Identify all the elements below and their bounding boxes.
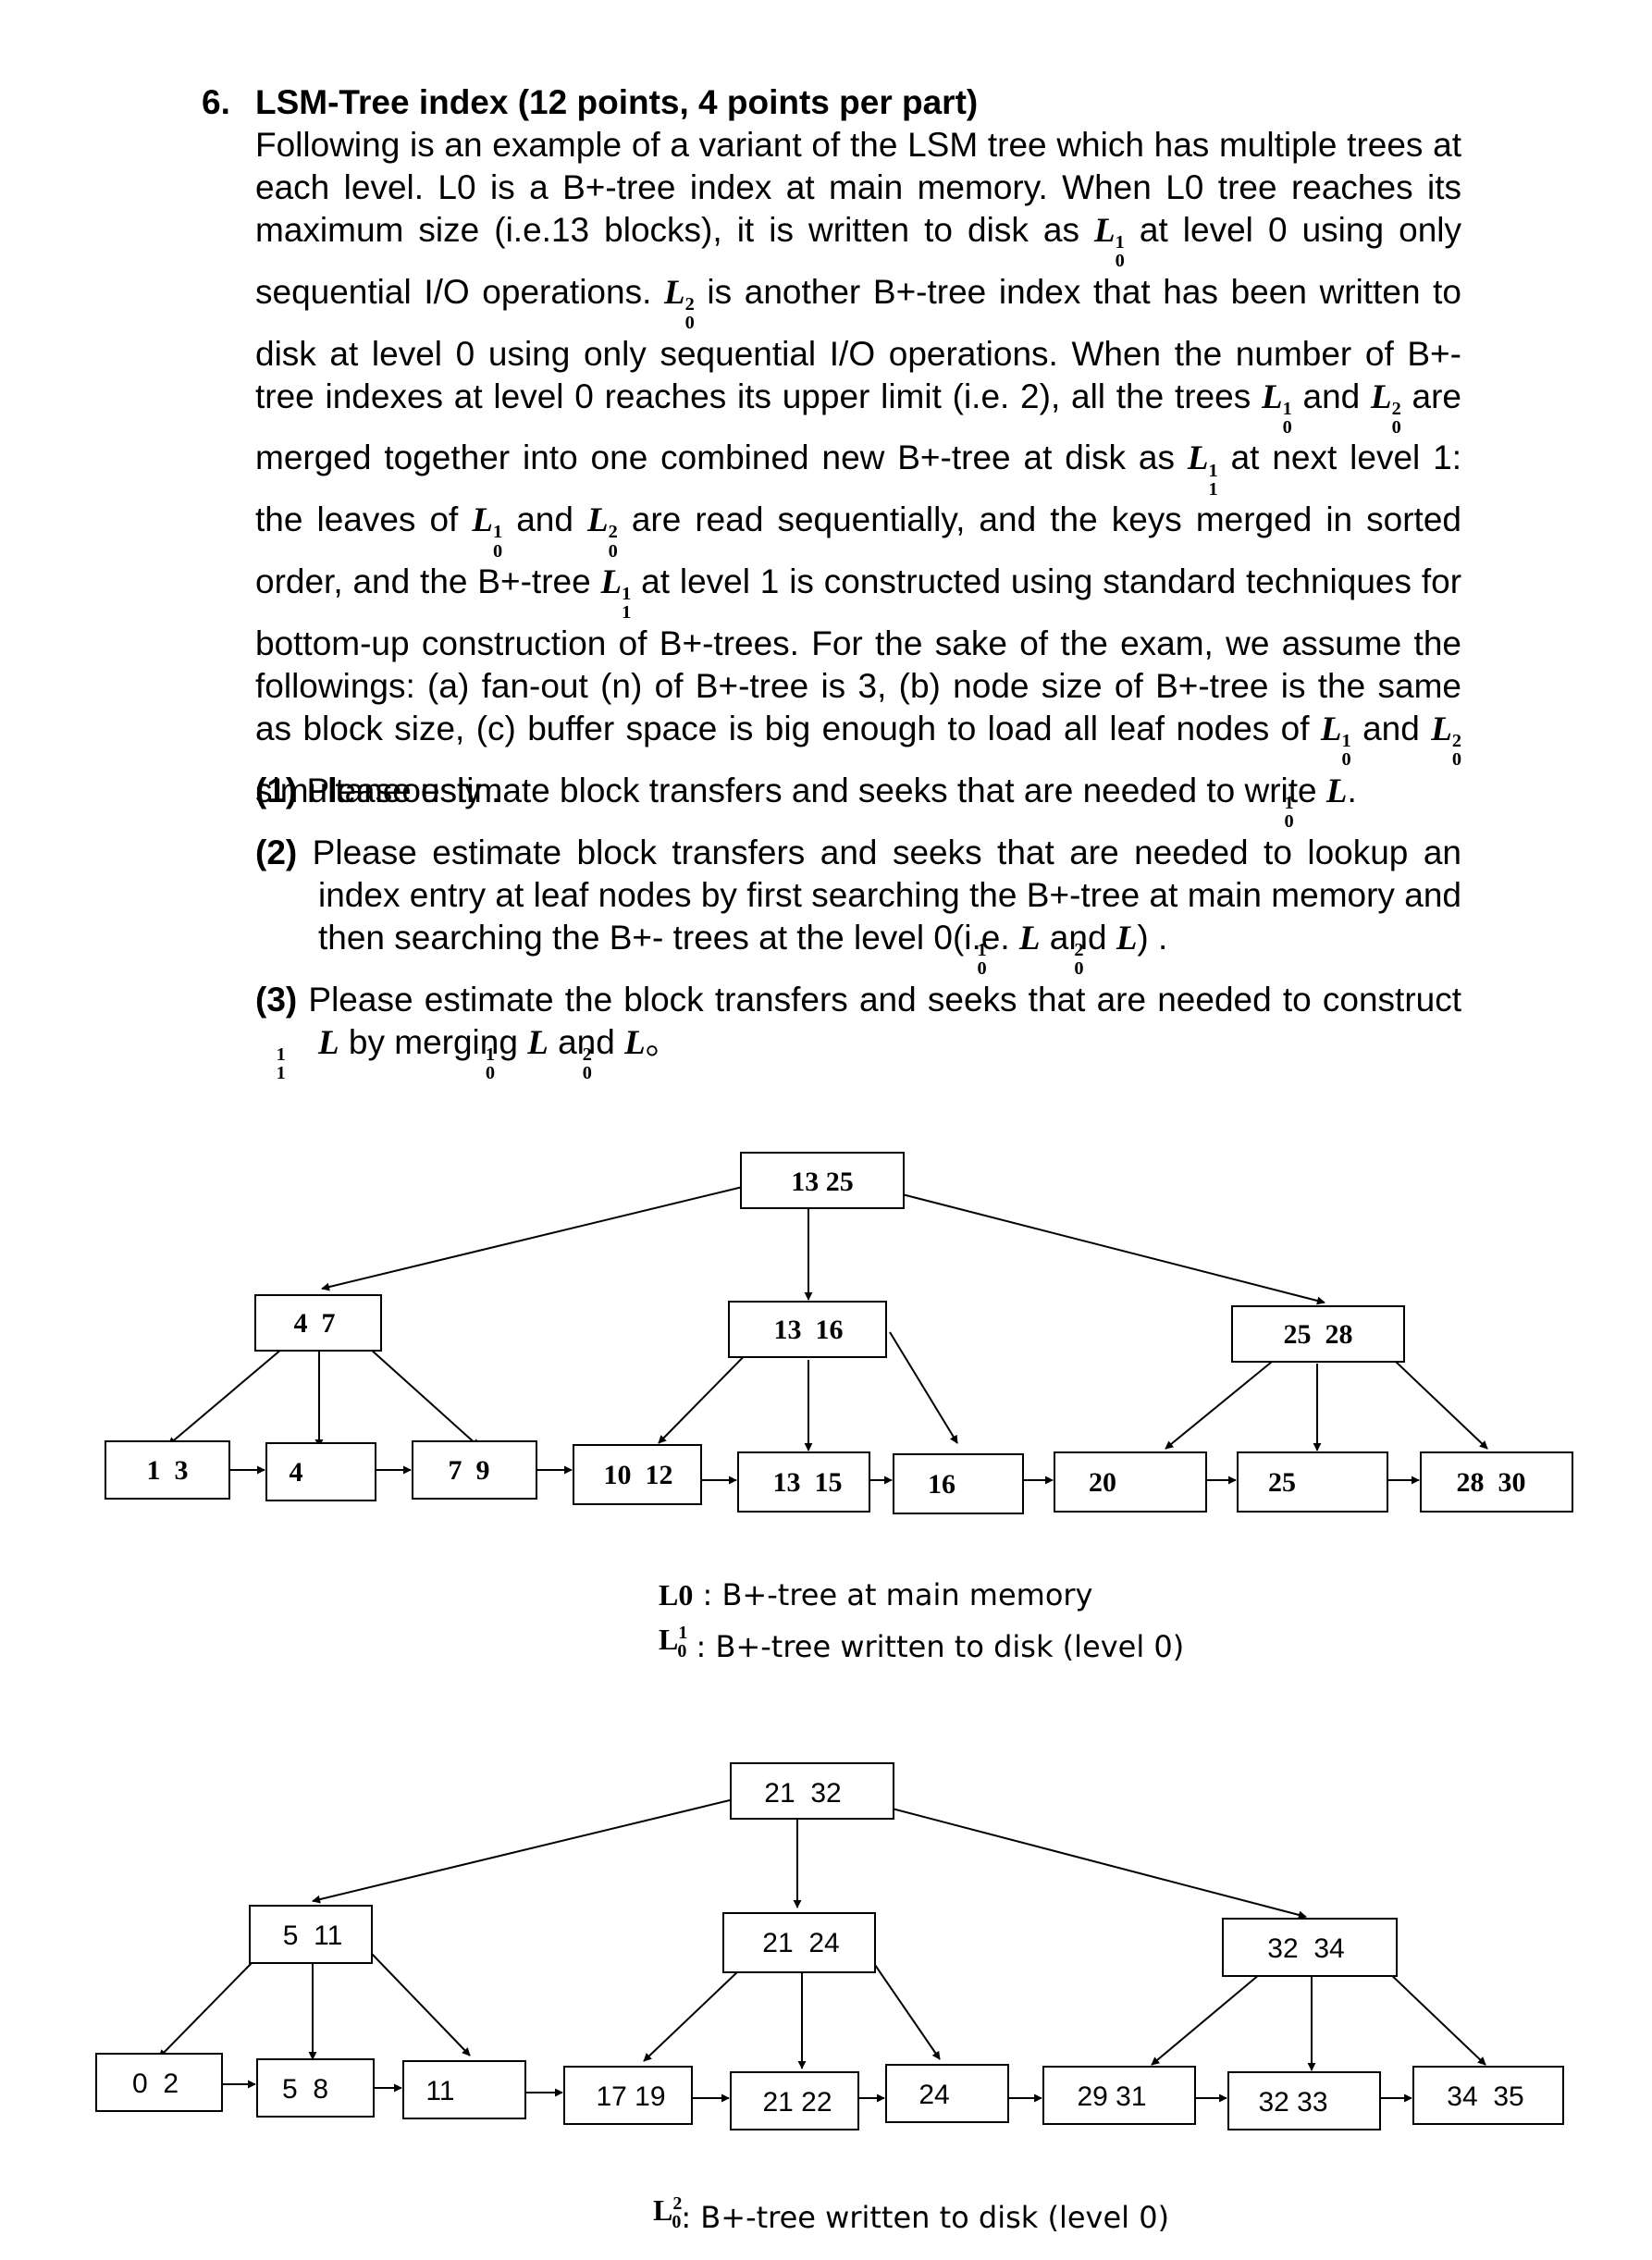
question-part-2: (2) Please estimate block transfers and …	[255, 833, 1461, 980]
edge	[321, 1185, 747, 1291]
svg-text:24: 24	[918, 2080, 949, 2110]
tree-l0-2-leaf: 0 2	[95, 2053, 223, 2112]
svg-text:34 35: 34 35	[1447, 2081, 1523, 2112]
svg-text:28 30: 28 30	[1457, 1467, 1526, 1498]
svg-text:20: 20	[1089, 1467, 1116, 1498]
tree-l0-2-leaf: 29 31	[1042, 2066, 1196, 2125]
tree-l0-2-leaf: 32 33	[1227, 2071, 1381, 2130]
tree-l0-2: 21 32 5 11 21 24 32 34 0 2 5 8 11 17 19 …	[95, 1762, 1564, 2130]
svg-text:25: 25	[1268, 1467, 1296, 1498]
svg-text:4 7: 4 7	[294, 1308, 336, 1339]
tree-l0-root: 13 25	[740, 1152, 905, 1209]
svg-text:17 19: 17 19	[596, 2081, 665, 2112]
edge	[167, 1348, 283, 1446]
question-part-3: (3) Please estimate the block transfers …	[255, 980, 1461, 1084]
tree-l0-2-root: 21 32	[730, 1762, 894, 1820]
tree-l0-2-leaf: 5 8	[256, 2058, 375, 2118]
edge	[371, 1953, 471, 2056]
question-intro: Following is an example of a variant of …	[255, 126, 1462, 809]
svg-text:21 22: 21 22	[762, 2087, 832, 2118]
edge	[312, 1799, 731, 1904]
tree-l0-2-internal-node: 32 34	[1222, 1918, 1398, 1977]
tree-l0-leaf: 28 30	[1420, 1451, 1573, 1513]
tree-l0-2-internal-node: 21 24	[722, 1912, 876, 1973]
svg-text:1 3: 1 3	[147, 1455, 189, 1486]
tree-l0-internal-node: 4 7	[254, 1294, 382, 1352]
svg-text:32 34: 32 34	[1267, 1933, 1344, 1964]
question-part-1: (1) Please estimate block transfers and …	[255, 772, 1357, 833]
tree-l0-leaf: 1 3	[105, 1440, 230, 1500]
tree-l0-2-leaf: 11	[402, 2060, 526, 2119]
tree-l0-2-leaf: 34 35	[1412, 2066, 1564, 2125]
svg-text:5 8: 5 8	[282, 2074, 328, 2105]
svg-text:25 28: 25 28	[1284, 1319, 1353, 1350]
tree-l0-2-internal-node: 5 11	[249, 1905, 373, 1964]
svg-text:16: 16	[928, 1469, 955, 1500]
tree-l0-2-leaf: 21 22	[730, 2071, 859, 2130]
svg-text:32 33: 32 33	[1258, 2087, 1327, 2118]
svg-text:13 25: 13 25	[791, 1167, 854, 1197]
tree-l0-leaf: 4	[265, 1442, 376, 1501]
question-parts: (1) Please estimate block transfers and …	[255, 770, 1461, 1082]
svg-text:29 31: 29 31	[1077, 2081, 1146, 2112]
tree-l0-2-leaf: 24	[885, 2064, 1009, 2123]
svg-text:0 2: 0 2	[132, 2069, 179, 2099]
edge	[869, 1185, 1325, 1305]
svg-text:11: 11	[425, 2076, 454, 2106]
edge	[1165, 1361, 1273, 1450]
svg-text:21 32: 21 32	[764, 1778, 841, 1809]
tree-l0-leaf: 25	[1237, 1451, 1388, 1513]
tree-l0-2-leaf: 17 19	[563, 2066, 693, 2125]
svg-text:7 9: 7 9	[449, 1455, 490, 1486]
question-title: LSM-Tree index (12 points, 4 points per …	[255, 83, 979, 121]
edge	[1151, 1973, 1261, 2066]
tree-l0-leaf: 16	[893, 1453, 1024, 1514]
tree-l0-leaf: 10 12	[573, 1444, 702, 1505]
edge	[864, 1949, 941, 2060]
tree-l0-leaf: 7 9	[412, 1440, 537, 1500]
tree-l0: 13 25 4 7 13 16 25 28 1 3 4 7 9 10 12 13…	[105, 1152, 1573, 1514]
tree-l0-edges	[167, 1185, 1488, 1485]
svg-text:10 12: 10 12	[604, 1460, 673, 1490]
edge	[889, 1331, 958, 1444]
svg-text:4: 4	[290, 1457, 303, 1488]
tree-l0-internal-node: 13 16	[728, 1301, 887, 1358]
svg-text:13 16: 13 16	[774, 1315, 844, 1345]
svg-text:13 15: 13 15	[773, 1467, 843, 1498]
caption-l0: L0 : B+-tree at main memory	[659, 1577, 1092, 1612]
edge	[859, 1799, 1307, 1920]
svg-text:5 11: 5 11	[283, 1920, 343, 1951]
edge	[158, 1962, 253, 2058]
tree-l0-2-edges	[158, 1799, 1486, 2103]
tree-l0-internal-node: 25 28	[1231, 1305, 1405, 1363]
tree-l0-leaf: 20	[1054, 1451, 1207, 1513]
svg-text:21 24: 21 24	[762, 1928, 839, 1958]
question-number: 6.	[202, 83, 230, 121]
tree-l0-leaf: 13 15	[737, 1451, 870, 1513]
